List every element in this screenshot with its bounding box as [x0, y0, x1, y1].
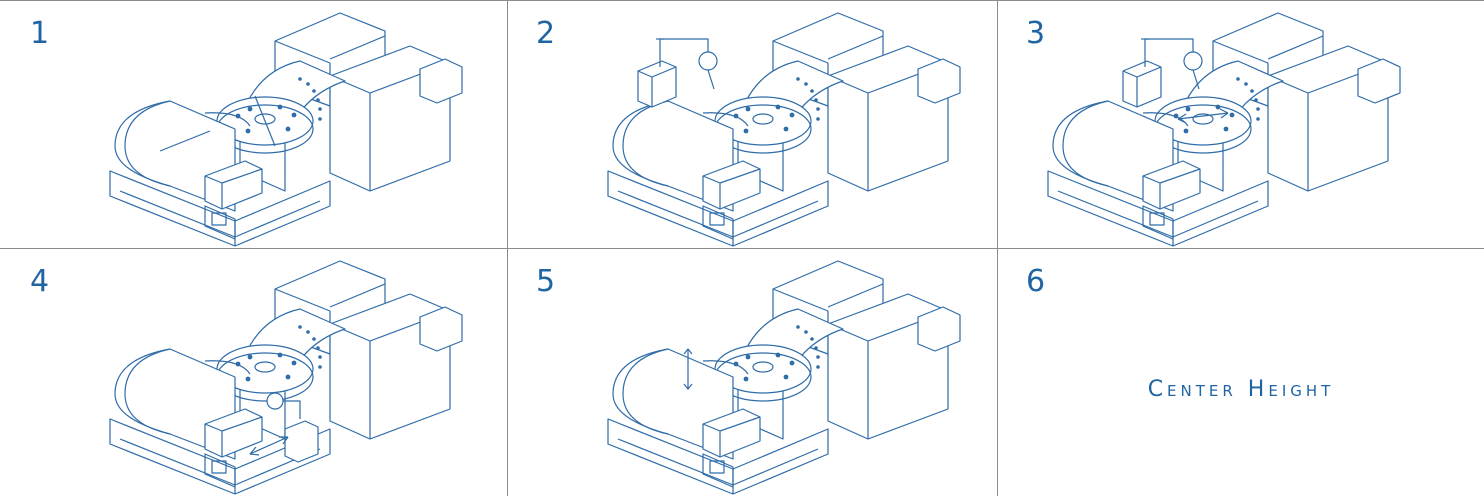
step-5-panel: 5: [508, 249, 998, 496]
dial-indicator-icon: [637, 38, 718, 108]
step-number: 4: [30, 264, 50, 299]
step-4-panel: 4: [0, 249, 508, 496]
dial-indicator-icon: [266, 392, 319, 463]
double-arrow-icon: [1177, 108, 1229, 124]
rotary-table-illustration: [1047, 12, 1401, 247]
step-caption: Center Height: [1147, 377, 1335, 402]
double-arrow-icon: [249, 436, 289, 456]
step-number: 6: [1026, 264, 1046, 299]
rotary-table-illustration: [109, 260, 463, 495]
step-3-panel: 3: [998, 1, 1484, 249]
step-number: 1: [30, 16, 50, 51]
step-1-panel: 1: [0, 1, 508, 249]
rotary-table-illustration: [109, 12, 463, 247]
double-arrow-icon: [683, 348, 693, 390]
rotary-table-illustration: [607, 12, 961, 247]
step-number: 3: [1026, 16, 1046, 51]
step-number: 2: [536, 16, 556, 51]
step-2-panel: 2: [508, 1, 998, 249]
step-6-panel: 6 Center Height: [998, 249, 1484, 496]
step-number: 5: [536, 264, 556, 299]
rotary-table-illustration: [607, 260, 961, 495]
